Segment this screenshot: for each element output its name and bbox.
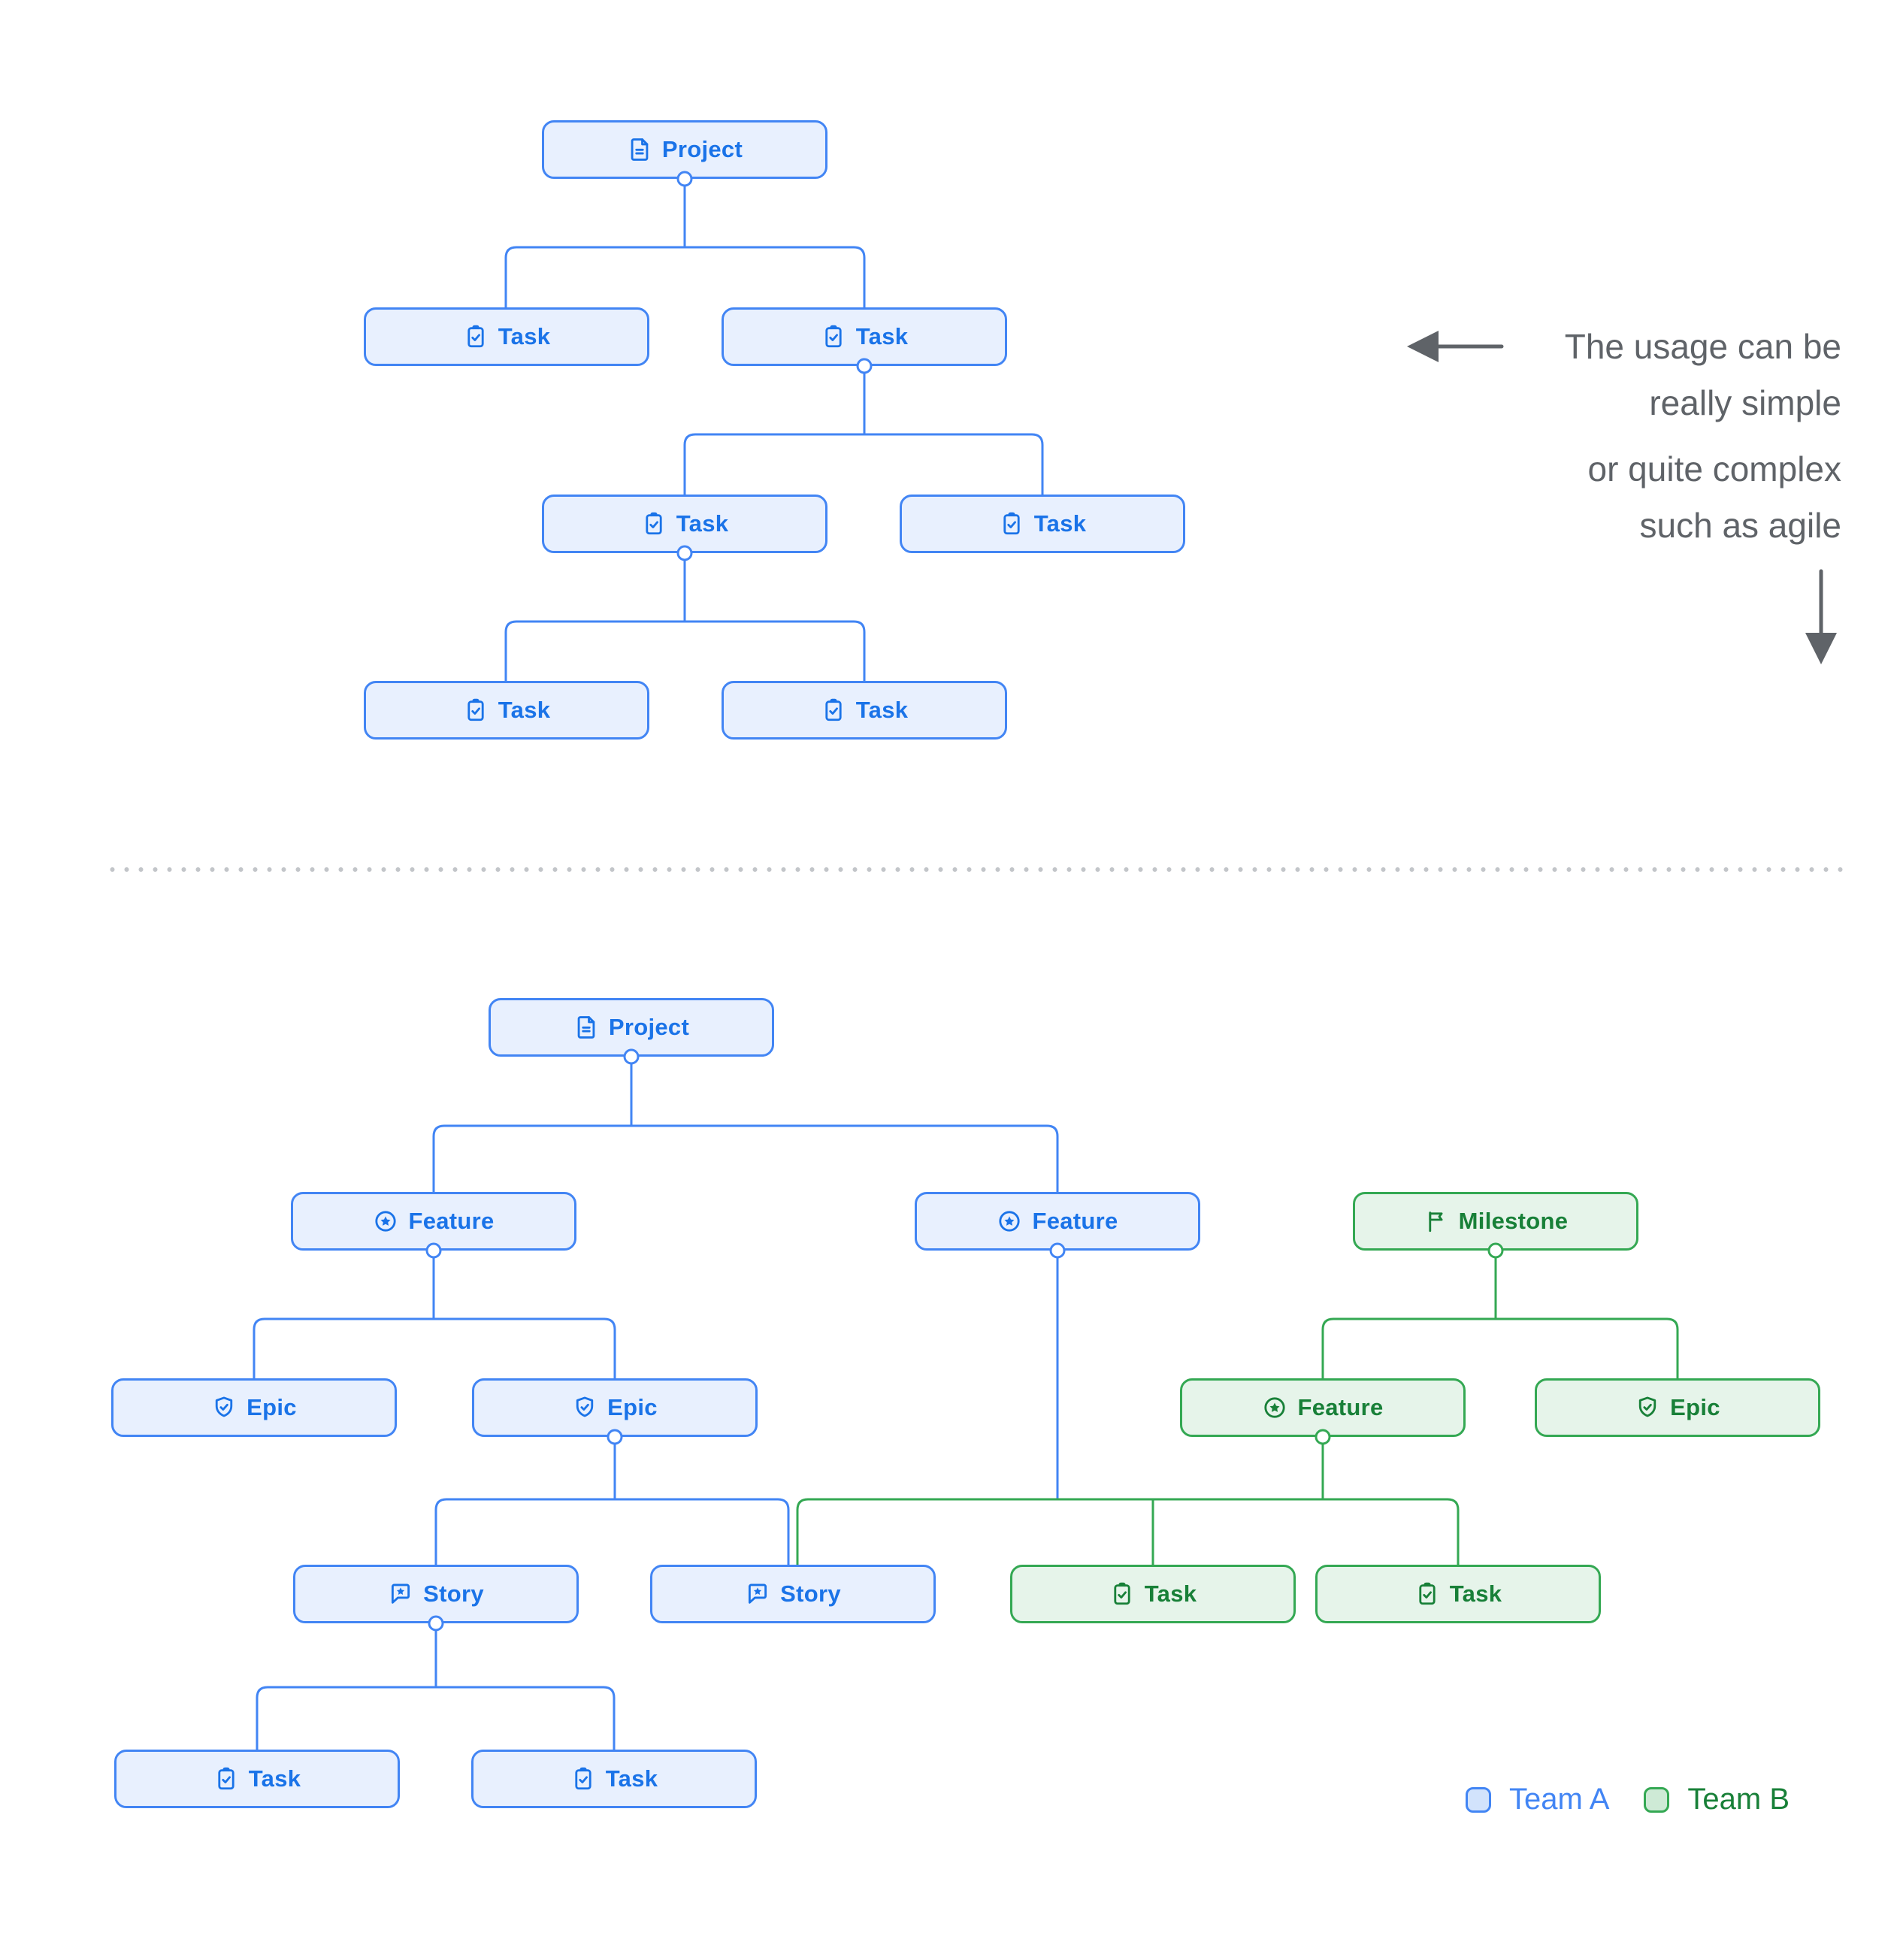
annotation-line-1: The usage can be	[1564, 327, 1841, 366]
node-label: Story	[780, 1580, 841, 1607]
node-bot-task1[interactable]: Task	[114, 1750, 400, 1808]
connector-dot-bot-feature-g[interactable]	[1315, 1429, 1331, 1445]
connector-dot-top-task-a2[interactable]	[856, 358, 873, 374]
connector-bot-green-rail	[796, 1498, 1460, 1566]
node-bot-project[interactable]: Project	[489, 998, 774, 1057]
node-label: Feature	[408, 1208, 495, 1234]
node-top-project[interactable]: Project	[542, 120, 827, 179]
clipboard-check-icon	[1109, 1581, 1135, 1607]
node-label: Task	[1033, 510, 1087, 537]
connector-dot-bot-feature1[interactable]	[425, 1242, 442, 1259]
node-label: Epic	[1670, 1394, 1720, 1420]
connector-top-task-a2-bracket	[683, 433, 1044, 496]
annotation-line-4: such as agile	[1639, 505, 1842, 545]
node-label: Project	[661, 136, 743, 162]
legend: Team A Team B	[1466, 1783, 1790, 1816]
node-label: Project	[608, 1014, 690, 1040]
legend-item-team-b: Team B	[1644, 1783, 1790, 1816]
star-circle-icon	[997, 1208, 1022, 1234]
clipboard-check-icon	[821, 324, 846, 349]
connector-dot-top-project[interactable]	[676, 171, 693, 187]
connector-bot-story1-bracket	[256, 1686, 616, 1751]
star-circle-icon	[1262, 1395, 1287, 1420]
node-top-task-a1[interactable]: Task	[364, 307, 649, 366]
node-bot-feature-g[interactable]: Feature	[1180, 1378, 1466, 1437]
node-label: Task	[498, 697, 551, 723]
comment-star-icon	[745, 1581, 770, 1607]
clipboard-check-icon	[570, 1766, 596, 1792]
node-bot-epic-g[interactable]: Epic	[1535, 1378, 1820, 1437]
connector-dot-bot-epic2[interactable]	[607, 1429, 623, 1445]
node-top-task-c2[interactable]: Task	[722, 681, 1007, 740]
node-label: Task	[498, 323, 551, 349]
node-label: Milestone	[1458, 1208, 1569, 1234]
shield-check-icon	[1635, 1395, 1660, 1420]
connector-dot-bot-project[interactable]	[623, 1048, 640, 1065]
node-label: Task	[855, 323, 909, 349]
dotted-divider	[105, 867, 1843, 873]
connector-dot-bot-milestone[interactable]	[1487, 1242, 1504, 1259]
down-arrow-icon	[1805, 633, 1837, 664]
node-bot-task-g1[interactable]: Task	[1010, 1565, 1296, 1623]
node-bot-feature1[interactable]: Feature	[291, 1192, 576, 1251]
node-label: Task	[676, 510, 729, 537]
team-b-swatch-icon	[1644, 1786, 1670, 1813]
clipboard-check-icon	[463, 697, 489, 723]
shield-check-icon	[572, 1395, 598, 1420]
node-label: Feature	[1297, 1394, 1384, 1420]
team-a-swatch-icon	[1466, 1786, 1491, 1813]
node-bot-story2[interactable]: Story	[650, 1565, 936, 1623]
connector-bot-epic2-bracket	[434, 1498, 790, 1566]
node-top-task-c1[interactable]: Task	[364, 681, 649, 740]
clipboard-check-icon	[213, 1766, 239, 1792]
clipboard-check-icon	[999, 511, 1024, 537]
node-label: Epic	[247, 1394, 297, 1420]
connector-bot-project-bracket	[432, 1124, 1059, 1193]
node-top-task-b2[interactable]: Task	[900, 495, 1185, 553]
node-bot-milestone[interactable]: Milestone	[1353, 1192, 1638, 1251]
node-bot-story1[interactable]: Story	[293, 1565, 579, 1623]
node-top-task-a2[interactable]: Task	[722, 307, 1007, 366]
annotation-text: The usage can be really simple or quite …	[1203, 319, 1841, 553]
shield-check-icon	[211, 1395, 237, 1420]
clipboard-check-icon	[641, 511, 667, 537]
annotation-line-3: or quite complex	[1587, 449, 1842, 489]
star-circle-icon	[373, 1208, 398, 1234]
connector-dot-bot-story1[interactable]	[428, 1615, 444, 1632]
connector-top-project-bracket	[504, 246, 866, 309]
node-label: Task	[1449, 1580, 1502, 1607]
team-b-label: Team B	[1687, 1783, 1790, 1816]
node-label: Task	[855, 697, 909, 723]
connector-bot-feature1-bracket	[253, 1317, 616, 1380]
node-label: Story	[423, 1580, 484, 1607]
team-a-label: Team A	[1509, 1783, 1610, 1816]
node-label: Task	[1144, 1580, 1197, 1607]
node-label: Task	[248, 1765, 301, 1792]
comment-star-icon	[388, 1581, 413, 1607]
clipboard-check-icon	[463, 324, 489, 349]
node-bot-epic2[interactable]: Epic	[472, 1378, 758, 1437]
node-bot-task-g2[interactable]: Task	[1315, 1565, 1601, 1623]
annotation-line-2: really simple	[1649, 383, 1841, 422]
clipboard-check-icon	[821, 697, 846, 723]
clipboard-check-icon	[1414, 1581, 1440, 1607]
node-label: Task	[605, 1765, 658, 1792]
node-label: Epic	[607, 1394, 658, 1420]
flag-icon	[1423, 1208, 1449, 1234]
connector-top-task-b1-bracket	[504, 620, 866, 682]
node-bot-feature2[interactable]: Feature	[915, 1192, 1200, 1251]
document-icon	[573, 1015, 599, 1040]
node-bot-epic1[interactable]: Epic	[111, 1378, 397, 1437]
document-icon	[627, 137, 652, 162]
connector-dot-top-task-b1[interactable]	[676, 545, 693, 561]
left-arrow-icon	[1407, 331, 1439, 362]
node-top-task-b1[interactable]: Task	[542, 495, 827, 553]
connector-dot-bot-feature2[interactable]	[1049, 1242, 1066, 1259]
connector-bot-milestone-bracket	[1321, 1317, 1679, 1380]
node-label: Feature	[1032, 1208, 1118, 1234]
legend-item-team-a: Team A	[1466, 1783, 1609, 1816]
node-bot-task2[interactable]: Task	[471, 1750, 757, 1808]
